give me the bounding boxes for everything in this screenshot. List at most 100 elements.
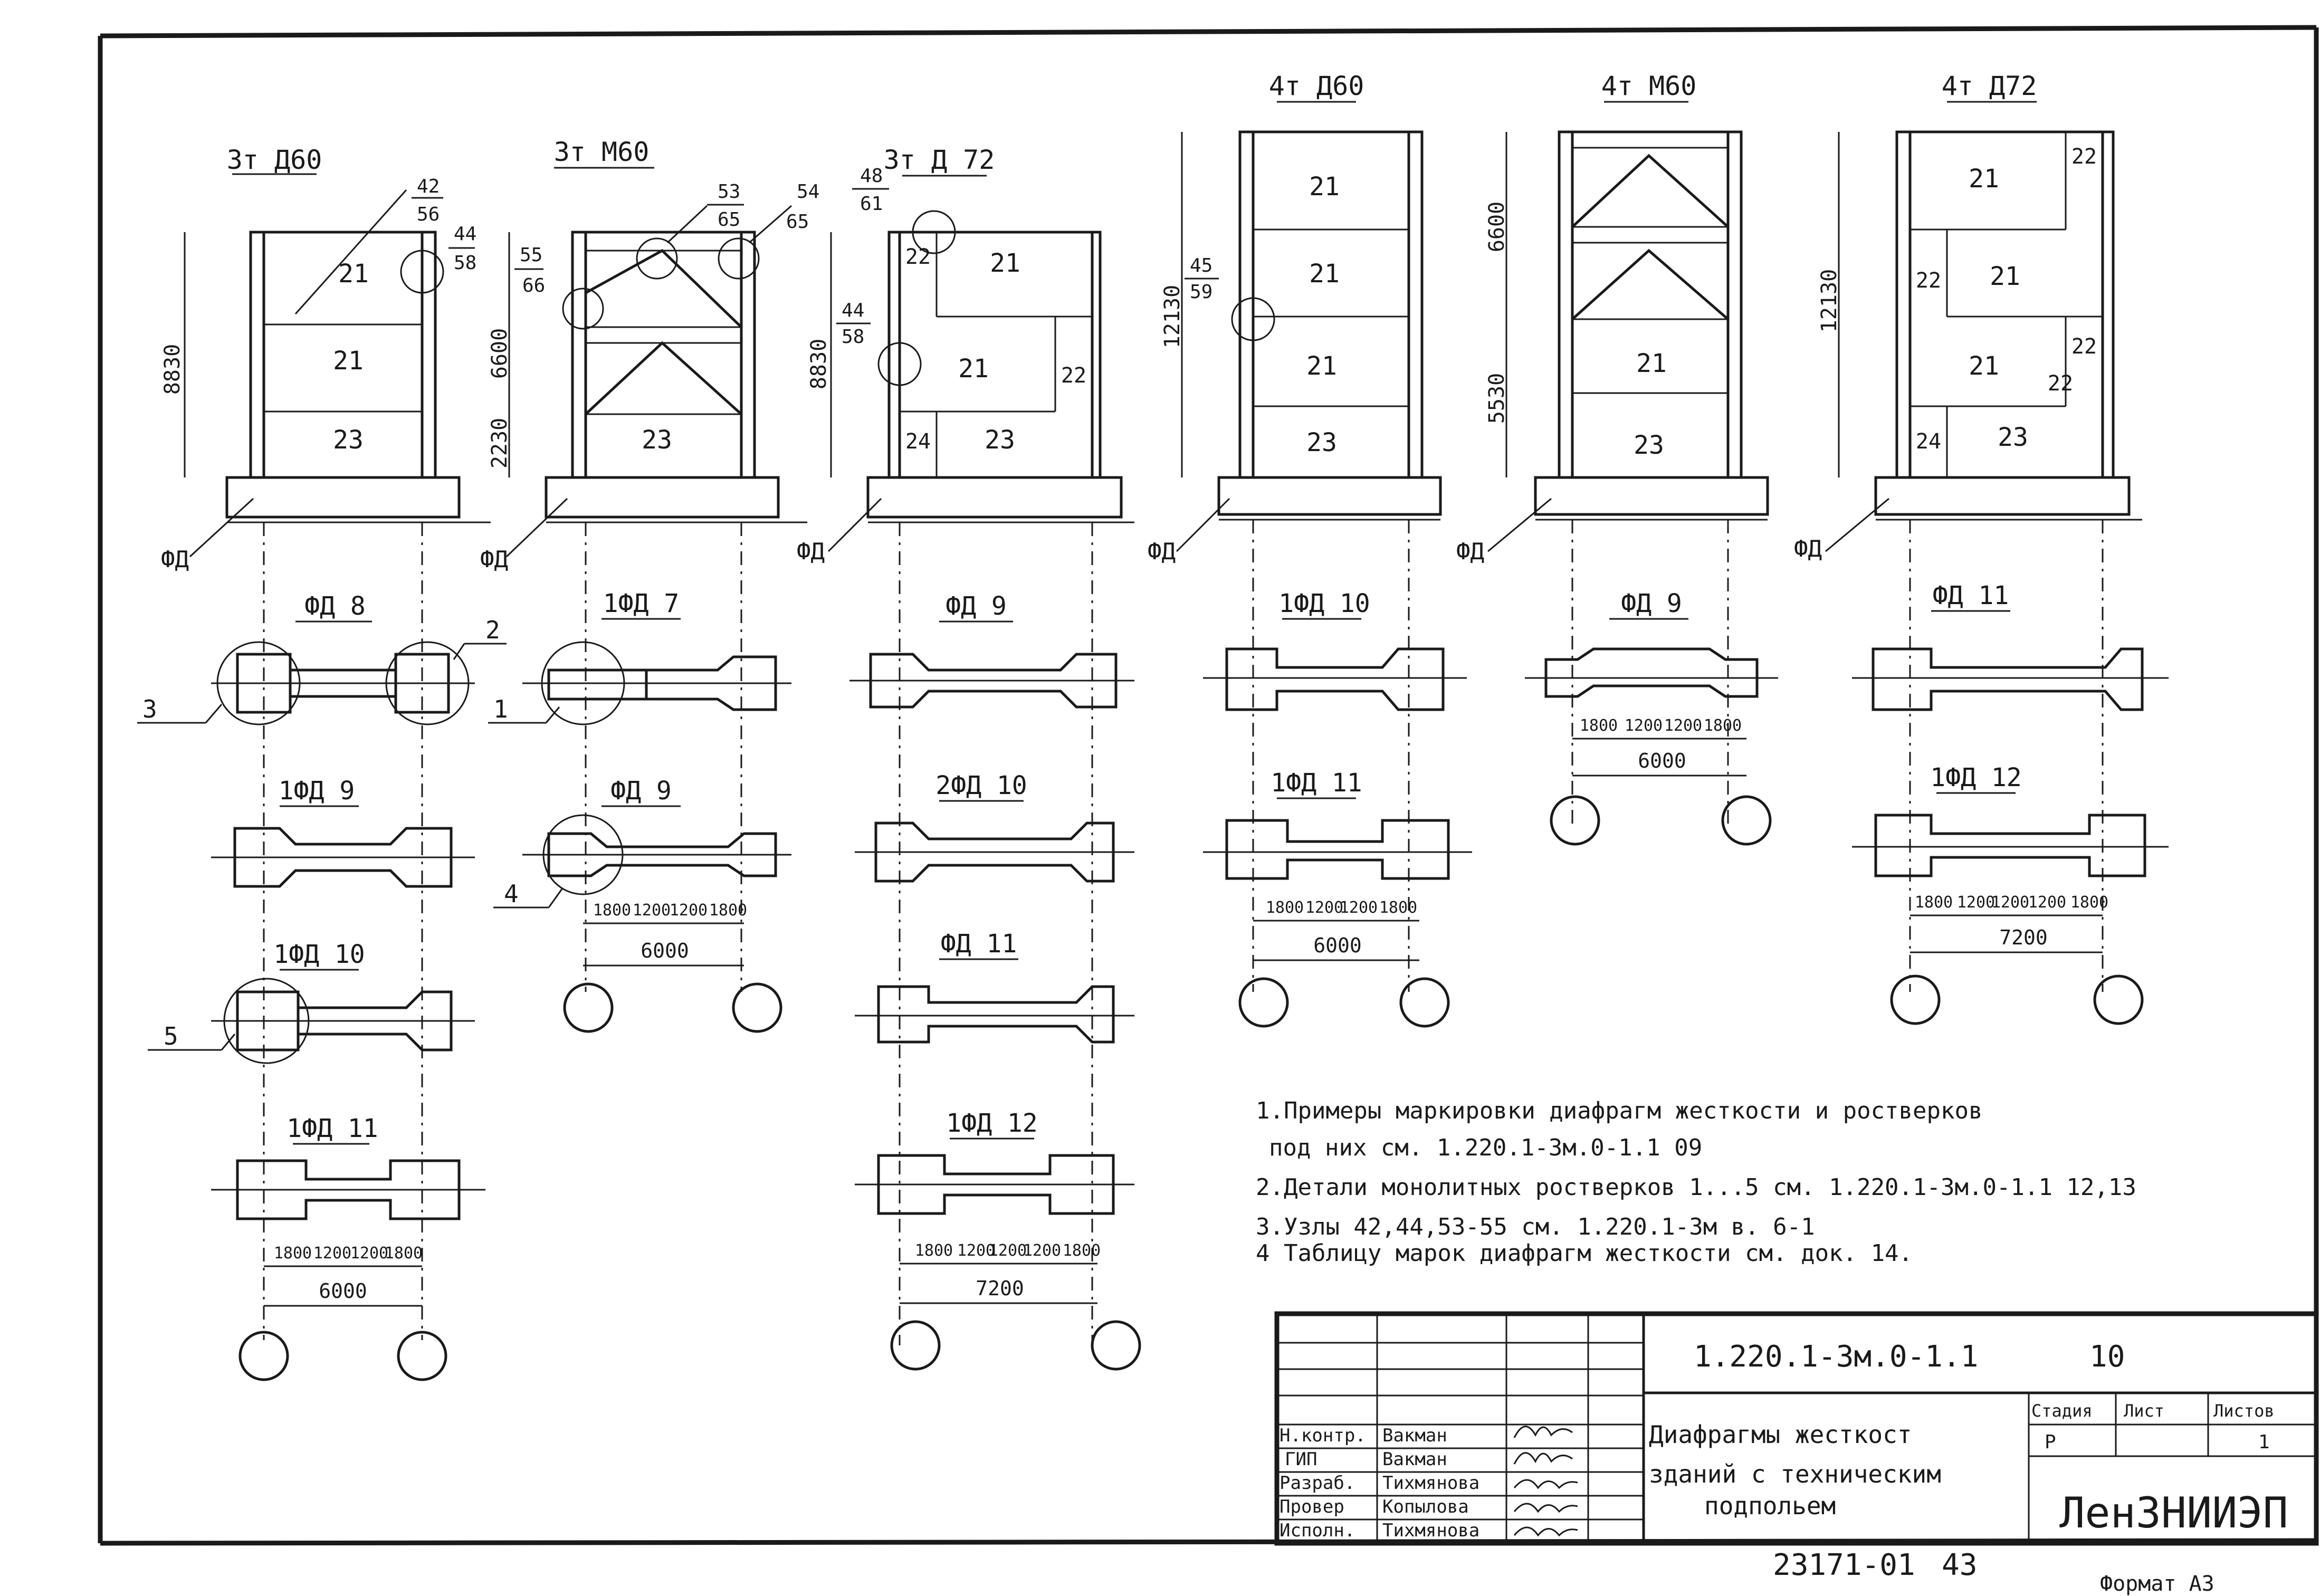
plan-fd11-col3: ФД 11 (855, 929, 1134, 1044)
plan-title: ФД 9 (610, 776, 672, 806)
dim-sub: 1200 (633, 901, 671, 920)
plan-title: ФД 11 (1933, 581, 2009, 610)
small-panel-label: 22 (2071, 335, 2097, 359)
elevation-4t-d60: 4т Д60 21 21 21 23 12130 ФД 45 59 (1148, 71, 1442, 992)
callout-top: 53 (718, 181, 740, 203)
footing-label: ФД (797, 538, 825, 565)
panel-label: 21 (1309, 172, 1340, 202)
panel-label: 21 (1969, 164, 1999, 194)
note-line: 1.Примеры маркировки диафрагм жесткости … (1256, 1097, 1983, 1124)
dim-sub: 1800 (709, 901, 747, 920)
dim-sub: 1800 (1704, 716, 1742, 735)
detail-mark: 2 (485, 616, 500, 644)
callout-bottom: 58 (454, 252, 476, 274)
sheet-number: 10 (2089, 1340, 2125, 1374)
role-label: Н.контр. (1280, 1425, 1366, 1446)
dim-sub: 1800 (915, 1241, 953, 1260)
elevation-3t-m60: 3т М60 23 6600 2230 ФД 53 65 54 65 55 66 (480, 137, 819, 992)
plan-title: 1ФД 9 (279, 776, 355, 806)
description-line: зданий с техническим (1649, 1460, 1941, 1488)
plan-fd9-col3: ФД 9 (849, 591, 1134, 709)
role-label: Провер (1280, 1496, 1344, 1517)
plan-fd9-col2: ФД 9 (522, 776, 791, 895)
panel-label: 21 (1990, 262, 2020, 291)
plan-1fd7: 1ФД 7 (522, 589, 791, 725)
dim-sub: 1200 (957, 1241, 995, 1260)
elevation-title: 4т М60 (1601, 71, 1697, 101)
dim-sub: 1200 (2028, 893, 2066, 912)
dimension-height: 5530 (1485, 373, 1509, 424)
dims-col2: 1800 1200 1200 1800 6000 (563, 901, 782, 1033)
plan-1fd11-col1: 1ФД 11 (211, 1114, 485, 1220)
name-label: Тихмянова (1382, 1520, 1479, 1541)
small-panel-label: 24 (1916, 429, 1941, 454)
plan-1fd9-col1: 1ФД 9 (211, 776, 475, 888)
small-panel-label: 22 (905, 245, 931, 269)
detail-mark: 1 (493, 695, 508, 723)
detail-mark: 3 (142, 695, 157, 723)
dim-sub: 1800 (2070, 893, 2108, 912)
plan-1fd10-col1: 1ФД 10 (211, 940, 475, 1064)
dim-sub: 1200 (1991, 893, 2029, 912)
role-label: Разраб. (1280, 1473, 1355, 1494)
organization: ЛенЗНИИЭП (2059, 1488, 2288, 1537)
elevation-4t-m60: 4т М60 21 23 6600 5530 ФД (1456, 71, 1769, 828)
elevation-4t-d72: 4т Д72 21 21 21 23 22 22 22 22 24 12130 … (1794, 71, 2142, 992)
plan-1fd10-col4: 1ФД 10 (1203, 589, 1467, 711)
archive-number: 23171-01 (1773, 1548, 1915, 1582)
small-panel-label: 24 (905, 429, 931, 454)
plan-fd8: ФД 8 (211, 591, 475, 725)
dim-sub: 1200 (350, 1244, 388, 1263)
small-panel-label: 22 (1061, 364, 1086, 388)
plan-fd11-col6: ФД 11 (1852, 581, 2169, 711)
panel-label: 23 (642, 425, 672, 455)
stage-value: Р (2045, 1431, 2056, 1453)
note-line: 4 Таблицу марок диафрагм жесткости см. д… (1256, 1240, 1913, 1267)
dim-sub: 1800 (1580, 716, 1618, 735)
callout-top: 44 (454, 223, 476, 245)
notes: 1.Примеры маркировки диафрагм жесткости … (1256, 1097, 2136, 1267)
plan-title: ФД 8 (304, 591, 366, 621)
callout-bottom: 56 (417, 204, 440, 225)
name-label: Тихмянова (1382, 1473, 1479, 1494)
elevation-3t-d72: 3т Д 72 21 21 23 22 22 24 8830 ФД 48 61 … (797, 145, 1134, 1345)
dim-sub: 1200 (313, 1244, 351, 1263)
callout-bottom: 59 (1190, 281, 1212, 303)
panel-label: 21 (333, 346, 364, 376)
plan-1fd12-col3: 1ФД 12 (855, 1108, 1134, 1215)
dim-sub: 1200 (1625, 716, 1663, 735)
footing-label: ФД (1148, 538, 1176, 565)
dimension-height: 8830 (807, 339, 831, 389)
callout-top: 45 (1190, 255, 1212, 276)
panel-label: 21 (338, 259, 369, 289)
plan-title: ФД 11 (941, 929, 1017, 959)
dims-col6: 1800 1200 1200 1200 1800 7200 (1890, 893, 2144, 1025)
dim-sub: 1800 (385, 1244, 423, 1263)
dimension-height: 12130 (1817, 269, 1841, 332)
detail-mark: 4 (504, 880, 519, 908)
panel-label: 21 (1969, 351, 1999, 381)
footing-label: ФД (161, 546, 189, 573)
dim-total: 6000 (641, 939, 689, 962)
dims-col1: 1800 1200 1200 1800 6000 (238, 1244, 447, 1381)
stage-label: Стадия (2031, 1401, 2093, 1421)
sheet-label: Лист (2124, 1401, 2164, 1421)
panel-label: 21 (990, 249, 1020, 278)
callout-bottom: 58 (842, 326, 864, 348)
callout-bottom: 66 (522, 275, 545, 297)
panel-label: 21 (1636, 349, 1667, 378)
dimension-height: 2230 (488, 418, 512, 469)
plan-fd9-col5: ФД 9 (1525, 589, 1778, 698)
plan-title: 1ФД 12 (946, 1108, 1037, 1138)
panel-label: 21 (1306, 351, 1337, 381)
sheets-value: 1 (2258, 1431, 2270, 1453)
plan-title: 1ФД 11 (1271, 768, 1362, 798)
footing-label: ФД (1794, 536, 1822, 562)
footing-label: ФД (480, 546, 508, 573)
dims-col5: 1800 1200 1200 1800 6000 (1550, 716, 1772, 846)
note-line: 2.Детали монолитных ростверков 1...5 см.… (1256, 1174, 2136, 1201)
dimension-height: 6600 (488, 328, 512, 379)
panel-label: 23 (1634, 431, 1664, 460)
role-label: ГИП (1285, 1449, 1317, 1470)
note-line: под них см. 1.220.1-3м.0-1.1 09 (1269, 1134, 1702, 1161)
